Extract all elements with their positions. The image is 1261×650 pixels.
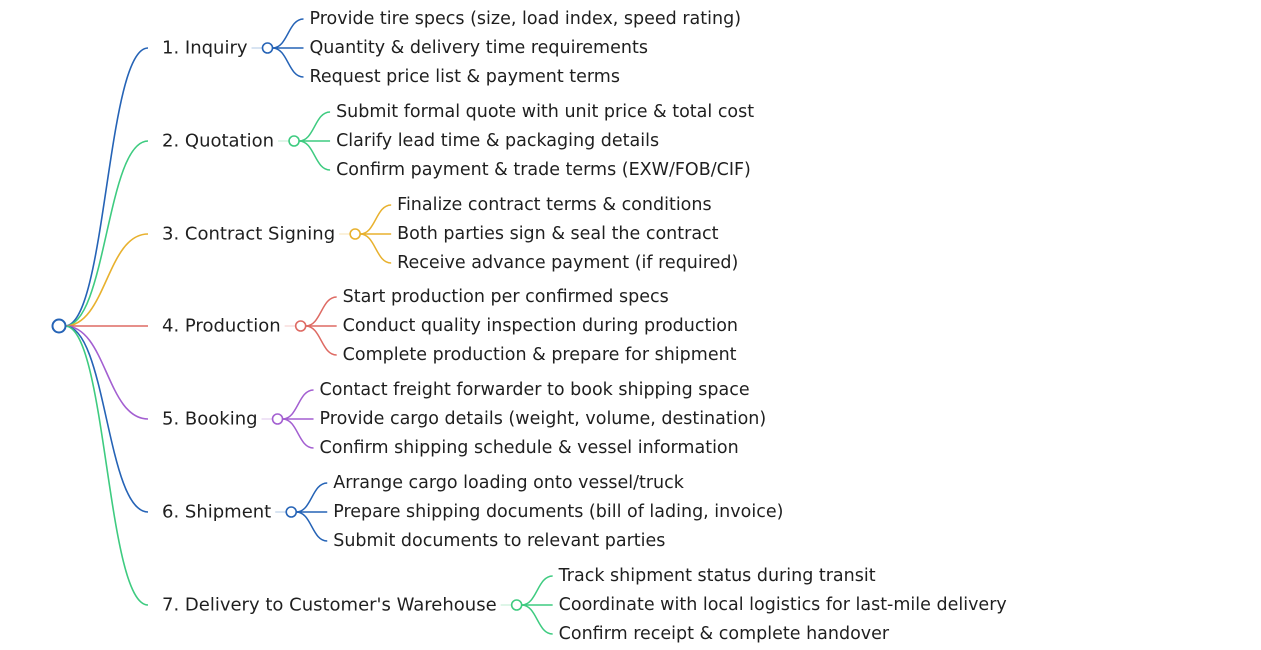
leaf-connector (272, 47, 304, 78)
leaf-label: Submit formal quote with unit price & to… (336, 102, 754, 122)
leaf-connector (521, 604, 553, 635)
branch-label: 4. Production (162, 316, 281, 337)
branch-connector (64, 140, 149, 327)
sub-hub-node[interactable] (271, 413, 284, 425)
branch-label: 2. Quotation (162, 131, 274, 152)
leaf-connector (296, 482, 328, 513)
branch-label: 3. Contract Signing (162, 224, 335, 245)
branch-connector (64, 325, 149, 606)
leaf-label: Track shipment status during transit (558, 566, 876, 586)
branch-label: 1. Inquiry (162, 38, 248, 59)
leaf-label: Finalize contract terms & conditions (397, 195, 711, 215)
leaf-label: Confirm receipt & complete handover (559, 624, 890, 644)
branch-connector (64, 233, 149, 327)
leaf-connector (282, 389, 314, 420)
branch-connector (64, 325, 149, 513)
branch-label: 6. Shipment (162, 502, 271, 523)
leaf-label: Receive advance payment (if required) (397, 253, 738, 273)
leaf-label: Complete production & prepare for shipme… (343, 345, 737, 365)
sub-hub-node[interactable] (294, 320, 307, 332)
leaf-label: Prepare shipping documents (bill of ladi… (333, 502, 783, 522)
branch-connector (64, 47, 149, 327)
leaf-connector (360, 204, 392, 235)
leaf-connector (272, 18, 304, 49)
leaf-label: Clarify lead time & packaging details (336, 131, 659, 151)
connector-lines (64, 18, 553, 635)
leaf-label: Provide tire specs (size, load index, sp… (310, 9, 742, 29)
leaf-label: Both parties sign & seal the contract (397, 224, 719, 244)
leaf-label: Coordinate with local logistics for last… (559, 595, 1007, 615)
branch-label: 7. Delivery to Customer's Warehouse (162, 595, 497, 616)
root-node[interactable] (51, 318, 67, 334)
leaf-connector (305, 325, 337, 356)
leaf-label: Provide cargo details (weight, volume, d… (320, 409, 767, 429)
leaf-label: Submit documents to relevant parties (333, 531, 665, 551)
leaf-connector (521, 575, 553, 606)
sub-hub-node[interactable] (510, 599, 523, 611)
leaf-label: Request price list & payment terms (310, 67, 620, 87)
leaf-label: Conduct quality inspection during produc… (343, 316, 738, 336)
leaf-label: Quantity & delivery time requirements (310, 38, 648, 58)
leaf-connector (298, 140, 331, 171)
sub-hub-node[interactable] (261, 42, 274, 54)
leaf-label: Arrange cargo loading onto vessel/truck (333, 473, 685, 493)
branch-label: 5. Booking (162, 409, 258, 430)
leaf-connector (298, 111, 331, 142)
leaf-label: Start production per confirmed specs (343, 287, 669, 307)
leaf-connector (282, 418, 314, 449)
leaf-label: Contact freight forwarder to book shippi… (320, 380, 750, 400)
sub-hub-node[interactable] (349, 228, 361, 240)
node-group: 1. Inquiry Provide tire specs (size, load… (51, 9, 1007, 644)
sub-hub-node[interactable] (288, 135, 300, 147)
sub-hub-node[interactable] (285, 506, 298, 518)
leaf-label: Confirm shipping schedule & vessel infor… (320, 438, 739, 458)
leaf-label: Confirm payment & trade terms (EXW/FOB/C… (336, 160, 751, 180)
leaf-connector (296, 511, 328, 542)
leaf-connector (360, 233, 392, 264)
branch-connector (64, 325, 149, 420)
leaf-connector (305, 296, 337, 327)
